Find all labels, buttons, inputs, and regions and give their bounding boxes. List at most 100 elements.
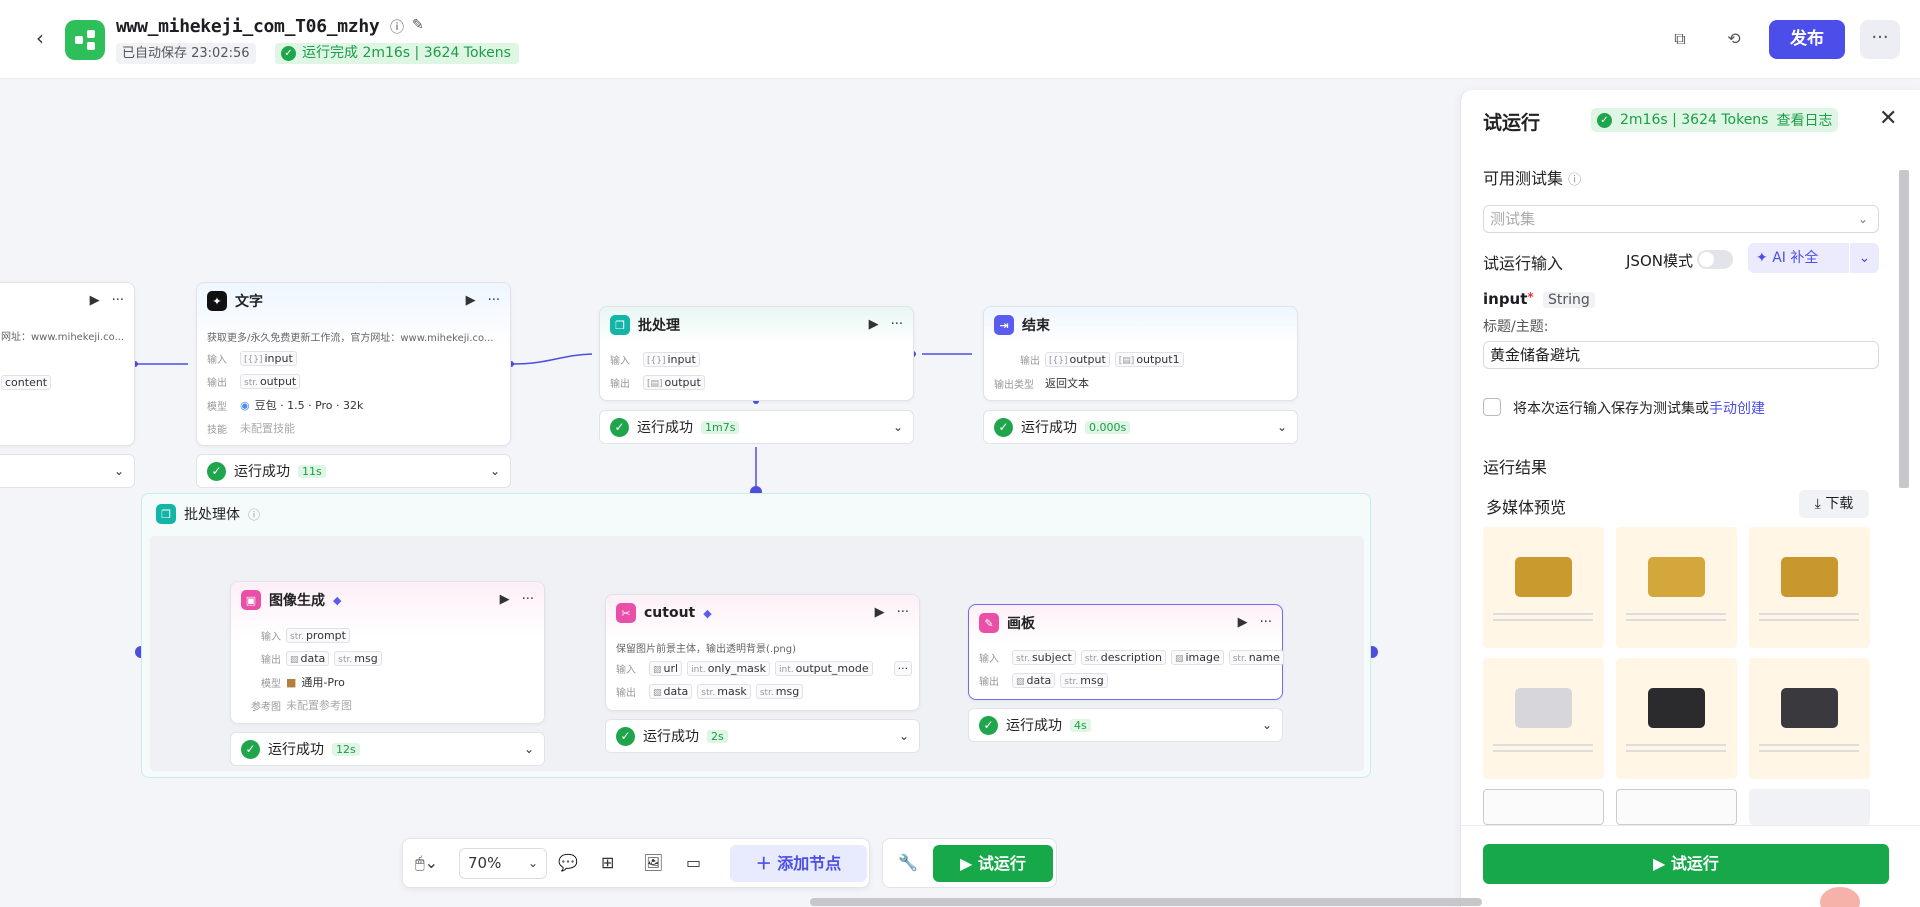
publish-button[interactable]: 发布 [1769,20,1845,59]
more-icon[interactable]: ··· [111,293,124,308]
node-end[interactable]: ⇥结束 输出[{}]output[▤]output1 输出类型返回文本 [983,306,1298,401]
chevron-down-icon: ⌄ [1857,212,1868,226]
status-cutout[interactable]: ✓ 运行成功 2s ⌄ [605,719,920,753]
copy-icon[interactable]: ⧉ [1674,29,1686,48]
wrench-icon[interactable]: 🔧 [898,853,918,872]
mouse-icon[interactable]: 🖱⌄ [415,853,439,872]
chevron-down-icon[interactable]: ⌄ [1849,243,1879,273]
in-label: 输入 [979,654,999,665]
check-circle-icon: ✓ [994,417,1013,437]
back-arrow-icon[interactable]: ‹ [36,26,44,50]
history-icon[interactable]: ⟲ [1727,29,1741,48]
panel-try-run-button[interactable]: ▶ 试运行 [1483,844,1889,884]
horizontal-scrollbar[interactable] [810,898,1482,906]
node-partial-left[interactable]: ▶··· 网址：www.mihekeji.co... content [0,282,135,446]
chevron-down-icon[interactable]: ⌄ [1261,718,1272,732]
status-text[interactable]: ✓ 运行成功 11s ⌄ [196,454,511,488]
manual-create-link[interactable]: 手动创建 [1709,401,1765,417]
panel-scrollbar[interactable] [1897,152,1909,812]
node-batch[interactable]: ❐批处理 ▶··· 输入[{}]input 输出[▤]output [599,306,914,401]
status-partial-left[interactable]: ⌄ [0,454,135,488]
run-complete-badge: ✓ 运行完成 2m16s | 3624 Tokens [275,43,519,64]
status-end[interactable]: ✓ 运行成功 0.000s ⌄ [983,410,1298,444]
play-icon[interactable]: ▶ [1237,615,1248,630]
out-label: 输出 [979,677,999,688]
minimap-icon[interactable]: ▭ [686,853,702,872]
chevron-down-icon[interactable]: ⌄ [523,742,534,756]
status-time: 2s [707,729,728,743]
more-icon[interactable]: ··· [521,592,534,607]
preview-image[interactable] [1483,658,1604,779]
output-tag: output [1069,353,1106,366]
broken-image-icon[interactable] [1616,789,1737,825]
more-tags-icon[interactable]: ··· [893,661,913,676]
check-circle-icon: ✓ [207,461,226,481]
node-text[interactable]: ✦文字 ▶··· 获取更多/永久免费更新工作流，官方网址：www.mihekej… [196,282,511,446]
preview-image[interactable] [1483,527,1604,648]
more-icon[interactable]: ··· [890,317,903,332]
premium-icon: ◆ [333,593,342,607]
broken-image-icon[interactable] [1483,789,1604,825]
close-icon[interactable]: ✕ [1879,106,1898,131]
view-log-link[interactable]: 查看日志 [1776,113,1833,129]
more-icon[interactable]: ··· [896,605,909,620]
chevron-down-icon[interactable]: ⌄ [1276,420,1287,434]
status-image-gen[interactable]: ✓ 运行成功 12s ⌄ [230,732,545,766]
json-mode-label: JSON模式 [1626,252,1693,270]
assistant-avatar[interactable] [1820,887,1860,907]
chevron-down-icon[interactable]: ⌄ [898,729,909,743]
more-icon[interactable]: ··· [487,293,500,308]
llm-icon: ✦ [207,291,227,311]
json-mode-toggle[interactable] [1697,250,1733,269]
info-icon[interactable]: ⓘ [1568,173,1582,188]
image-icon[interactable]: 🖼 [643,853,664,872]
comment-icon[interactable]: 💬 [558,853,578,872]
chevron-down-icon[interactable]: ⌄ [113,464,124,478]
node-cutout[interactable]: ✂cutout◆ ▶··· 保留图片前景主体，输出透明背景(.png) 输入▨u… [605,594,920,711]
preview-image[interactable] [1616,527,1737,648]
status-board[interactable]: ✓ 运行成功 4s ⌄ [968,708,1283,742]
try-run-button[interactable]: ▶ 试运行 [933,845,1053,882]
download-button[interactable]: ⤓ 下载 [1799,490,1869,518]
download-icon: ⤓ [1814,496,1826,512]
info-icon[interactable]: ⓘ [248,507,261,522]
play-icon[interactable]: ▶ [868,317,879,332]
play-icon[interactable]: ▶ [89,293,100,308]
check-circle-icon: ✓ [241,739,260,759]
scroll-thumb[interactable] [1899,170,1909,488]
run-stats-badge: ✓ 2m16s | 3624 Tokens 查看日志 [1591,108,1839,132]
testset-select[interactable]: 测试集 ⌄ [1483,205,1879,233]
edit-icon[interactable]: ✎ [412,17,424,33]
board-icon: ✎ [979,613,999,633]
status-batch[interactable]: ✓ 运行成功 1m7s ⌄ [599,410,914,444]
play-icon[interactable]: ▶ [874,605,885,620]
testset-placeholder: 测试集 [1490,210,1536,228]
play-icon[interactable]: ▶ [499,592,510,607]
chevron-down-icon[interactable]: ⌄ [892,420,903,434]
preview-image[interactable] [1616,658,1737,779]
node-title: 批处理体 [184,507,240,523]
add-node-button[interactable]: ＋ 添加节点 [730,845,867,882]
type-value: 返回文本 [1045,377,1089,390]
chevron-down-icon[interactable]: ⌄ [489,464,500,478]
zoom-select[interactable]: 70%⌄ [459,848,547,879]
more-menu-icon[interactable]: ··· [1860,20,1900,59]
save-testset-checkbox[interactable] [1483,398,1501,416]
info-icon[interactable]: ⓘ [390,20,404,36]
layout-icon[interactable]: ⊞ [601,853,615,872]
result-label: 运行结果 [1483,458,1548,477]
gold-bar-icon [1781,557,1838,597]
ai-fill-button[interactable]: ✦ AI 补全⌄ [1748,243,1879,273]
in-label: 输入 [261,632,281,643]
check-circle-icon: ✓ [610,417,629,437]
out-label: 输出 [616,688,636,699]
more-icon[interactable]: ··· [1259,615,1272,630]
output-tag: mask [717,685,747,698]
preview-image[interactable] [1749,658,1870,779]
preview-image[interactable] [1749,527,1870,648]
play-icon[interactable]: ▶ [465,293,476,308]
input-tag: url [663,662,679,675]
input-field[interactable]: 黄金储备避坑 [1483,341,1879,369]
